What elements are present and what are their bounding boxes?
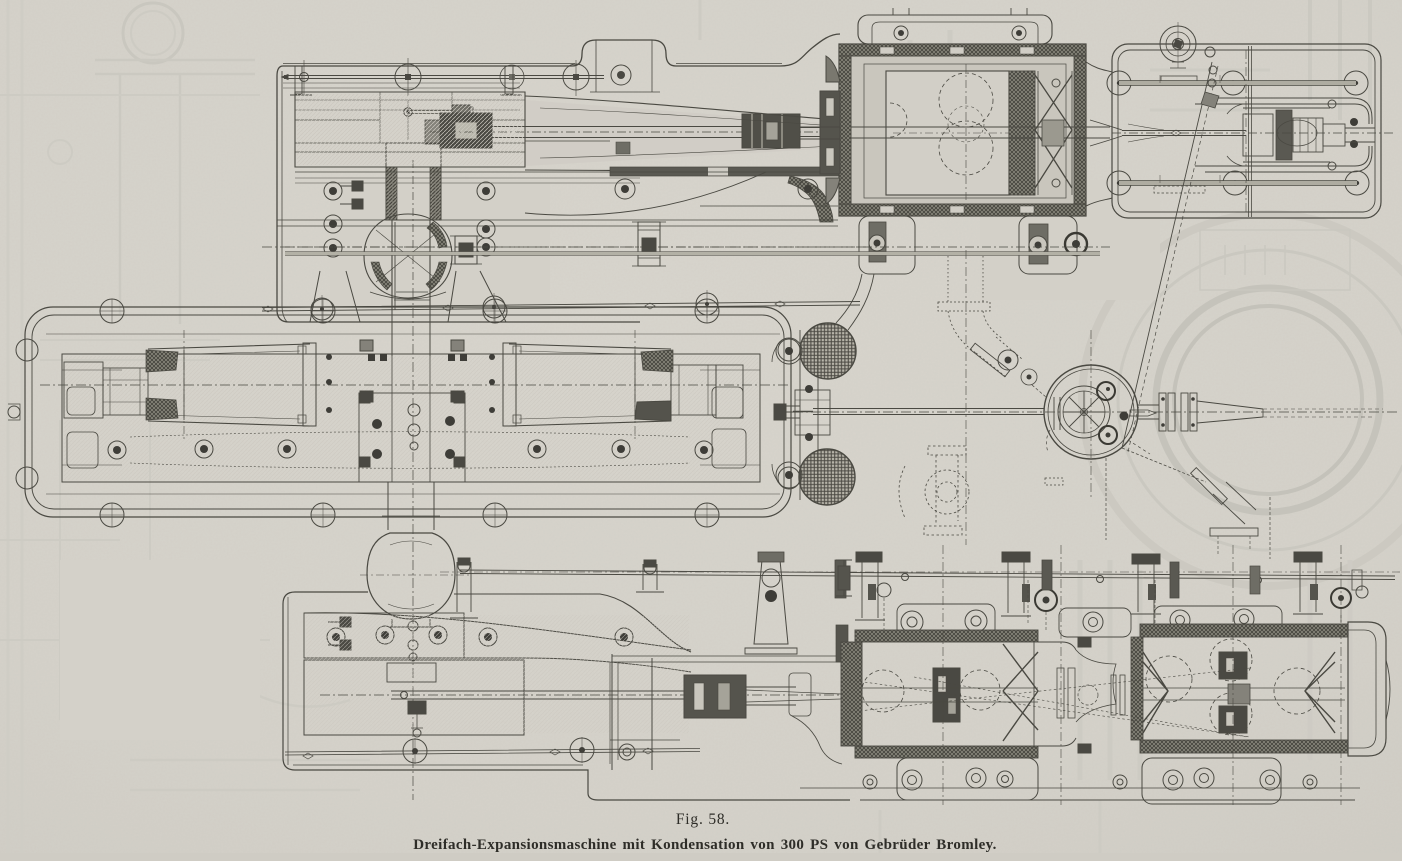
svg-text:Dreifach-Expansionsmaschine mi: Dreifach-Expansionsmaschine mit Kondensa… (413, 837, 997, 853)
svg-text:Fig. 58.: Fig. 58. (676, 811, 730, 828)
